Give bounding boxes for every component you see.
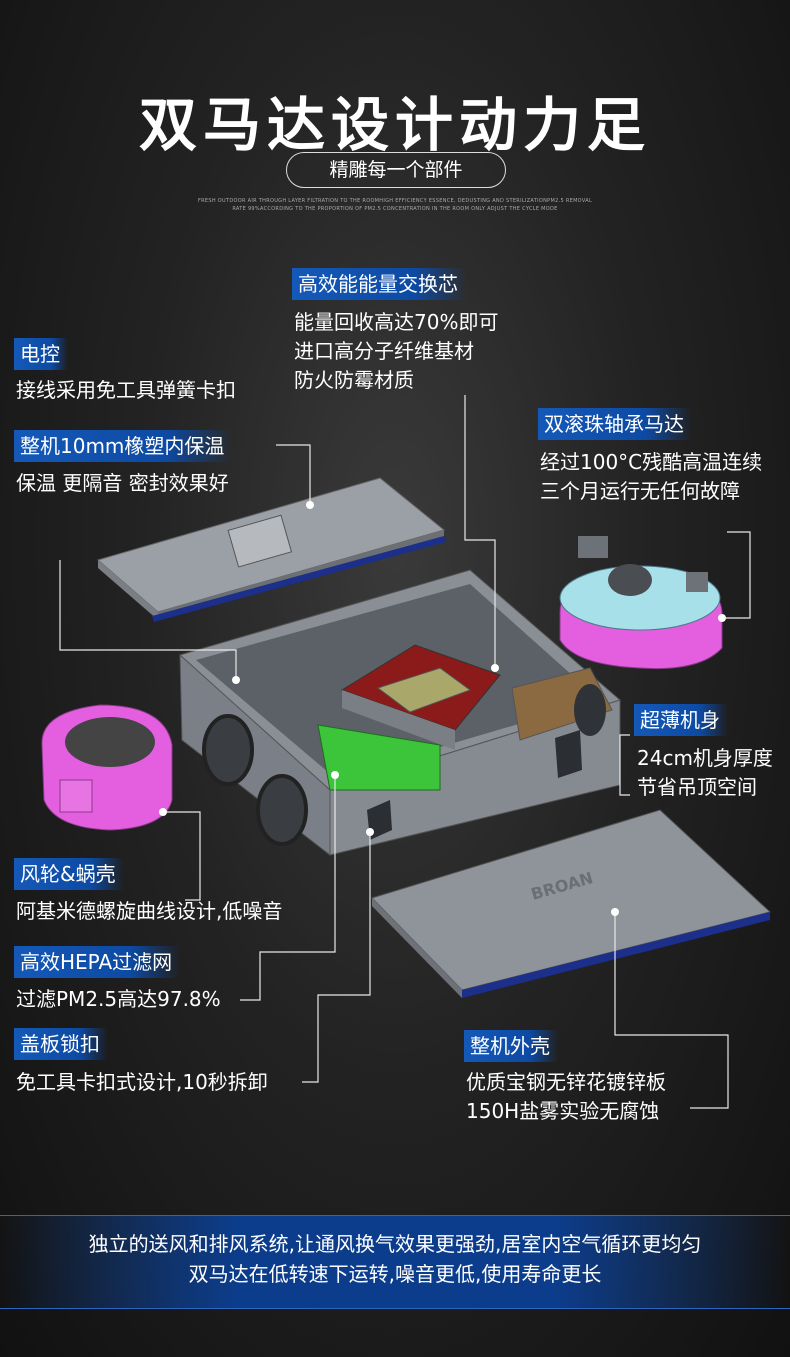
desc-fan: 阿基米德螺旋曲线设计,低噪音 <box>16 899 283 923</box>
top-cover-plate <box>96 477 446 622</box>
desc-energy-core-2: 进口高分子纤维基材 <box>294 339 474 363</box>
outer-shell-plate <box>371 809 772 998</box>
tag-hepa: 高效HEPA过滤网 <box>14 946 181 978</box>
tag-control: 电控 <box>14 338 68 370</box>
desc-motor-1: 经过100°C残酷高温连续 <box>540 450 763 474</box>
desc-insulation: 保温 更隔音 密封效果好 <box>16 471 229 495</box>
fine-print-2: RATE 99%ACCORDING TO THE PROPORTION OF P… <box>232 206 558 212</box>
desc-thin-body-1: 24cm机身厚度 <box>637 746 773 770</box>
tag-energy-core: 高效能能量交换芯 <box>292 268 466 300</box>
subtitle-pill: 精雕每一个部件 <box>286 152 506 188</box>
desc-energy-core-3: 防火防霉材质 <box>294 368 414 392</box>
tag-fan: 风轮&蜗壳 <box>14 858 124 890</box>
tag-thin-body: 超薄机身 <box>634 704 728 736</box>
tag-insulation: 整机10mm橡塑内保温 <box>14 430 233 462</box>
desc-energy-core-1: 能量回收高达70%即可 <box>294 310 499 334</box>
desc-hepa: 过滤PM2.5高达97.8% <box>16 987 221 1011</box>
desc-shell-1: 优质宝钢无锌花镀锌板 <box>466 1070 666 1094</box>
fan-scroll-left <box>41 704 173 831</box>
tag-motor: 双滚珠轴承马达 <box>538 408 692 440</box>
desc-motor-2: 三个月运行无任何故障 <box>540 479 740 503</box>
footer-band <box>0 1215 790 1309</box>
leader-lines <box>59 395 751 1109</box>
tag-lock: 盖板锁扣 <box>14 1028 108 1060</box>
fine-print-1: FRESH OUTDOOR AIR THROUGH LAYER FILTRATI… <box>197 198 593 204</box>
motor-fan-right <box>559 536 723 670</box>
page-title: 双马达设计动力足 <box>138 91 651 159</box>
desc-thin-body-2: 节省吊顶空间 <box>637 775 757 799</box>
footer-line-2: 双马达在低转速下运转,噪音更低,使用寿命更长 <box>188 1262 602 1286</box>
desc-shell-2: 150H盐雾实验无腐蚀 <box>466 1099 660 1123</box>
footer-line-1: 独立的送风和排风系统,让通风换气效果更强劲,居室内空气循环更均匀 <box>88 1232 702 1256</box>
main-housing <box>178 569 622 857</box>
tag-shell: 整机外壳 <box>464 1030 558 1062</box>
leader-dots <box>159 501 726 916</box>
desc-control: 接线采用免工具弹簧卡扣 <box>16 378 236 402</box>
desc-lock: 免工具卡扣式设计,10秒拆卸 <box>16 1070 268 1094</box>
